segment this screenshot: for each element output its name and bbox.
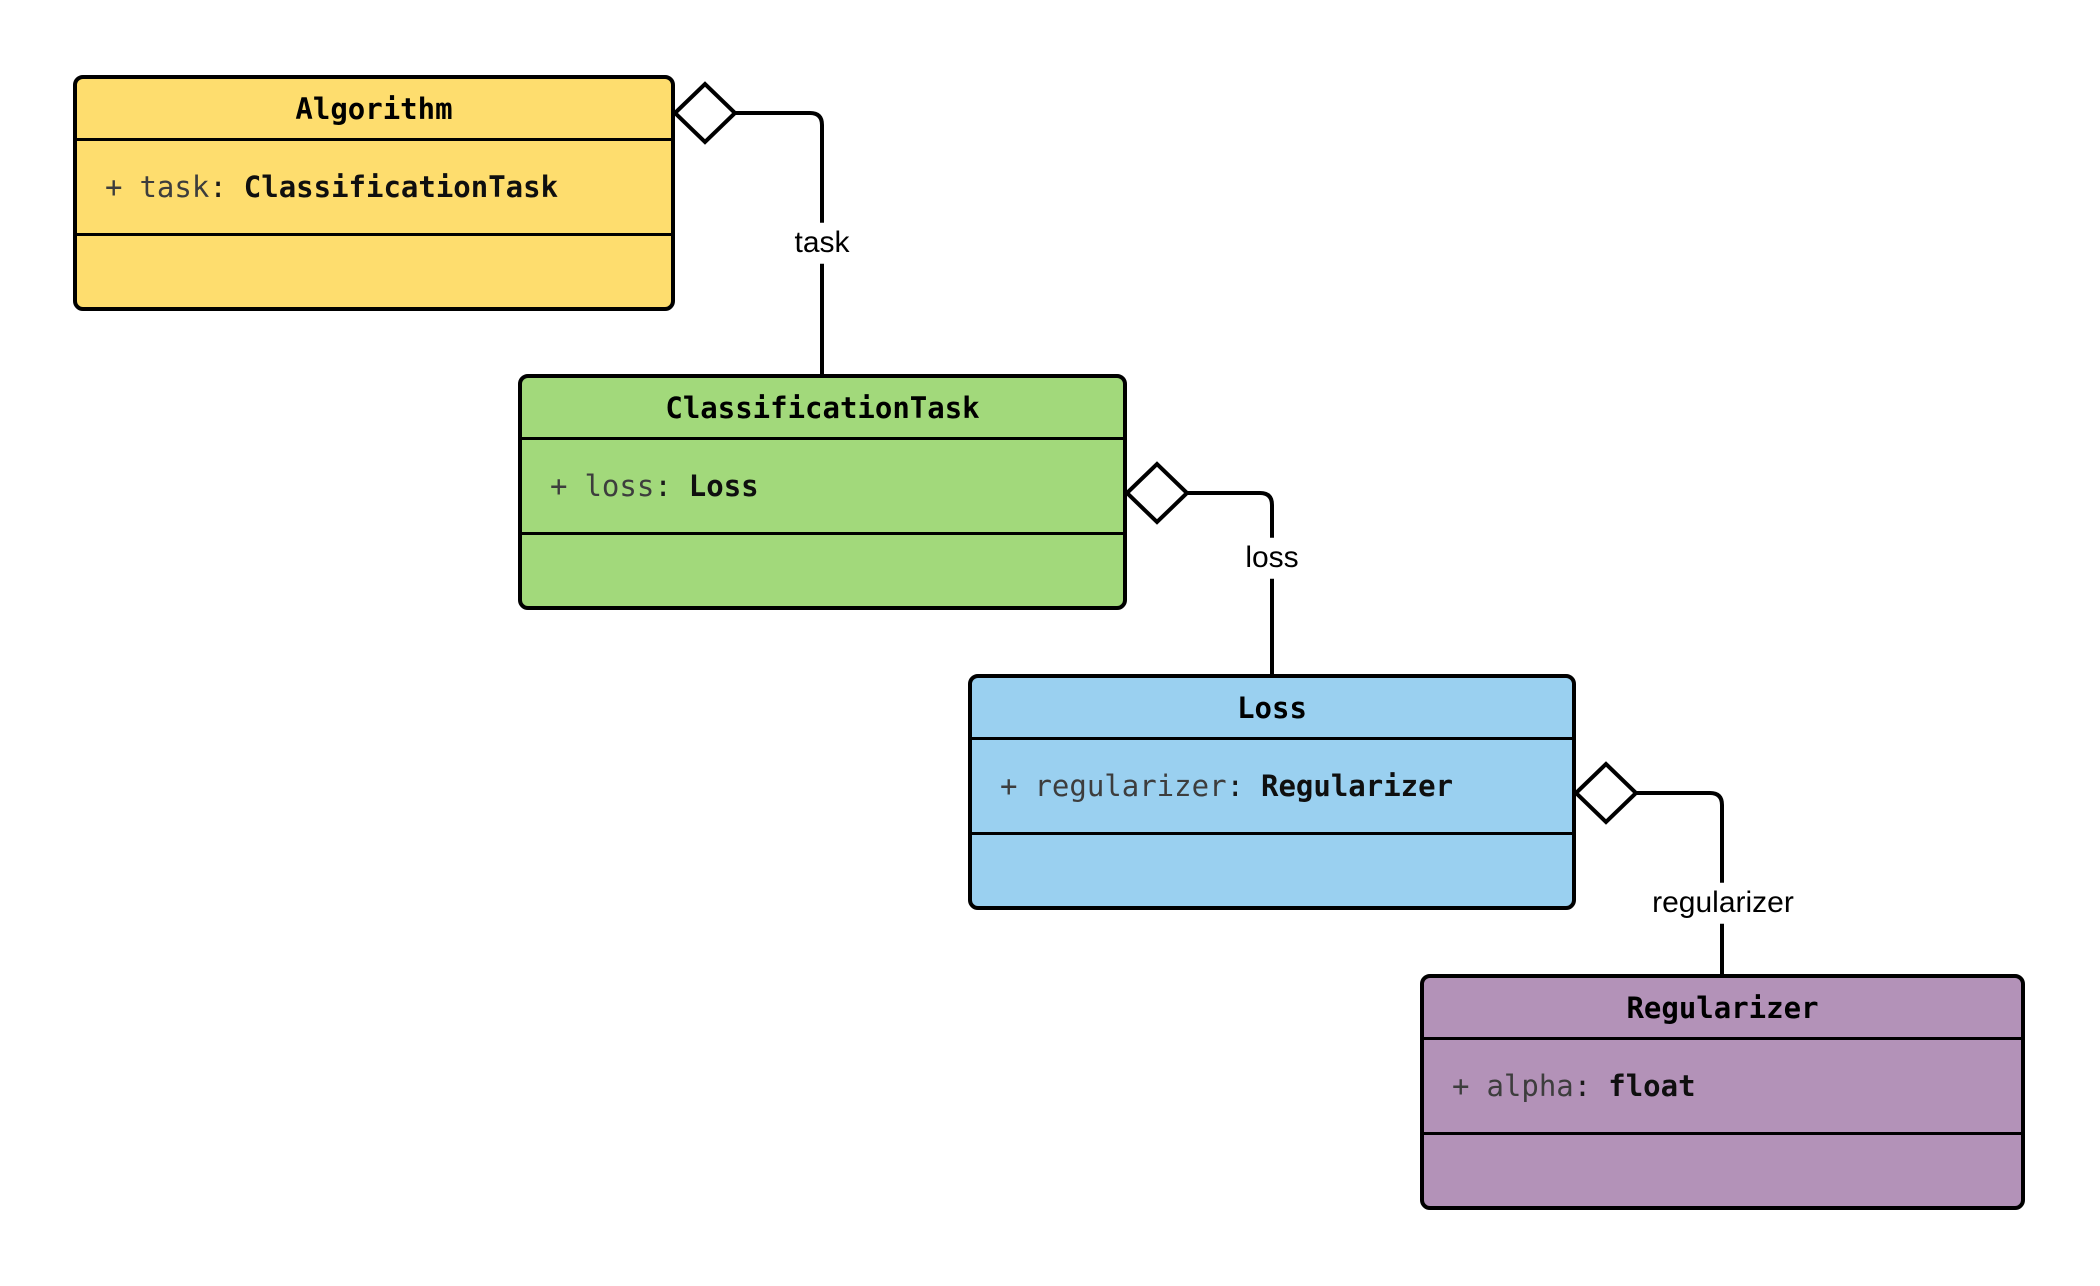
edge-loss-line: [1187, 491, 1274, 674]
class-methods-empty: [972, 835, 1572, 906]
attribute-visibility: +: [1000, 769, 1018, 803]
aggregation-diamond-regularizer: [1573, 761, 1639, 825]
class-methods-empty: [77, 236, 671, 307]
class-box-regularizer: Regularizer + alpha: float: [1420, 974, 2025, 1210]
class-attributes: + loss: Loss: [522, 440, 1123, 535]
edge-label-regularizer: regularizer: [1645, 882, 1801, 924]
attribute-row: + alpha: float: [1452, 1069, 1696, 1103]
attribute-type: Loss: [688, 469, 759, 503]
class-attributes: + task: ClassificationTask: [77, 141, 671, 236]
class-title: ClassificationTask: [522, 378, 1123, 440]
attribute-row: + loss: Loss: [550, 469, 759, 503]
attribute-type: float: [1608, 1069, 1696, 1103]
class-title: Algorithm: [77, 79, 671, 141]
attribute-row: + task: ClassificationTask: [105, 170, 558, 204]
attribute-colon: :: [1226, 769, 1244, 803]
edge-label-loss: loss: [1238, 537, 1306, 579]
attribute-row: + regularizer: Regularizer: [1000, 769, 1453, 803]
attribute-visibility: +: [550, 469, 568, 503]
attribute-name: alpha: [1486, 1069, 1574, 1103]
class-box-classificationtask: ClassificationTask + loss: Loss: [518, 374, 1127, 610]
attribute-name: task: [139, 170, 210, 204]
class-box-loss: Loss + regularizer: Regularizer: [968, 674, 1576, 910]
attribute-visibility: +: [1452, 1069, 1470, 1103]
attribute-name: regularizer: [1034, 769, 1227, 803]
class-methods-empty: [1424, 1135, 2021, 1206]
aggregation-diamond-loss: [1124, 461, 1190, 525]
edge-label-task: task: [787, 222, 857, 264]
class-methods-empty: [522, 535, 1123, 606]
class-attributes: + regularizer: Regularizer: [972, 740, 1572, 835]
attribute-colon: :: [654, 469, 672, 503]
class-title: Regularizer: [1424, 978, 2021, 1040]
class-title: Loss: [972, 678, 1572, 740]
class-box-algorithm: Algorithm + task: ClassificationTask: [73, 75, 675, 311]
attribute-colon: :: [209, 170, 227, 204]
attribute-colon: :: [1573, 1069, 1592, 1103]
class-attributes: + alpha: float: [1424, 1040, 2021, 1135]
aggregation-diamond-task: [672, 81, 738, 145]
attribute-type: Regularizer: [1261, 769, 1454, 803]
attribute-name: loss: [584, 469, 655, 503]
attribute-type: ClassificationTask: [243, 170, 559, 204]
attribute-visibility: +: [105, 170, 123, 204]
